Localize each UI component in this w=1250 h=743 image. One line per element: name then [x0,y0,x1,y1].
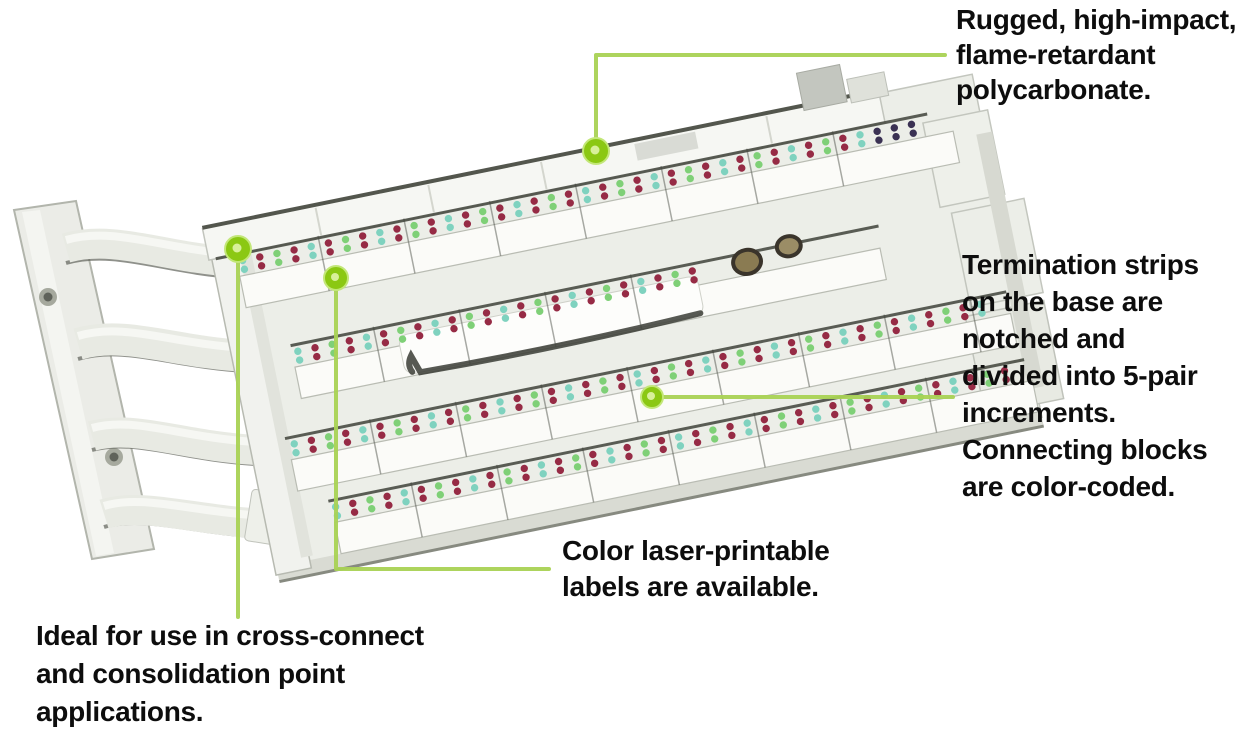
termination-strip-1 [239,130,961,309]
screw-hole-top [39,288,57,306]
wiring-block-body [201,63,1065,584]
callout-line-polycarbonate [594,53,947,148]
base-bottom-edge [276,411,1044,581]
annotation-printable-labels: Color laser-printable labels are availab… [562,535,830,602]
left-end-wall [205,224,313,576]
callout-dot-termination [640,385,664,409]
callout-line-labels [334,287,551,571]
annotation-applications: Ideal for use in cross-connect and conso… [36,620,424,727]
marking-channel [399,276,704,376]
five-pair-dividers [317,131,982,538]
color-coded-teeth [238,120,1010,520]
screw-hole-bottom [105,448,123,466]
callouts [224,53,955,619]
callout-dot-labels [323,265,349,291]
rail-tab-gray [795,63,848,112]
annotation-polycarbonate: Rugged, high-impact, flame-retardant pol… [956,4,1237,105]
callout-dot-polycarbonate [582,137,610,165]
base-posts [731,234,803,276]
callout-dot-applications [224,235,252,263]
mounting-bracket [12,199,156,561]
annotation-termination-strips: Termination strips on the base are notch… [962,249,1208,502]
brand-label [634,131,699,161]
rail-tab-light [846,71,890,104]
